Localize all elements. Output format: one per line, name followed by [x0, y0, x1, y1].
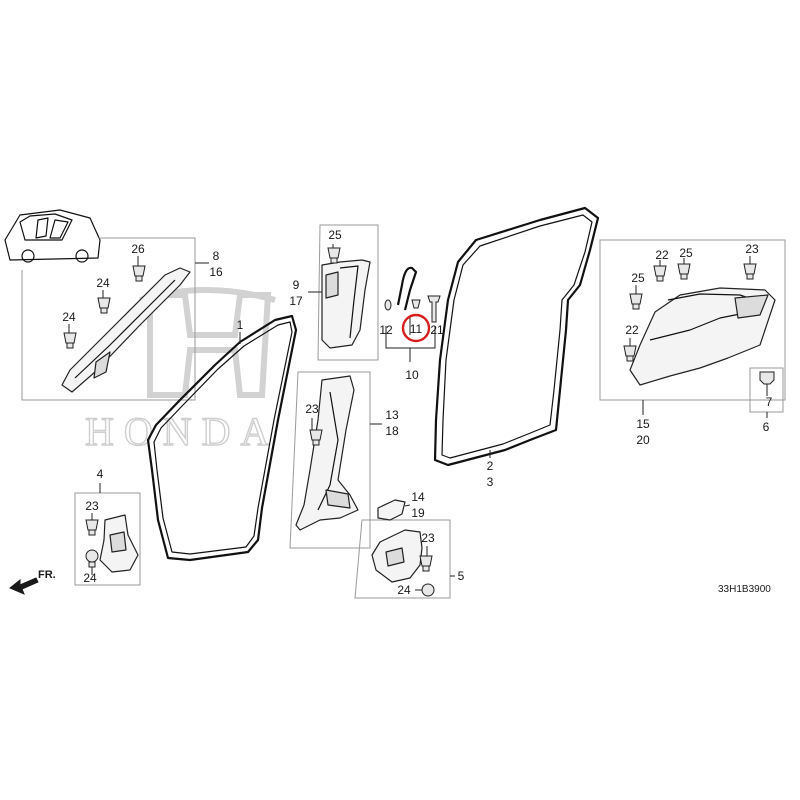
callout-9: 9	[293, 278, 300, 292]
callout-23-b-pillar: 23	[305, 402, 319, 416]
callout-26: 26	[131, 242, 145, 256]
clip-24-a	[97, 297, 111, 314]
callout-25-b-pillar: 25	[328, 228, 342, 242]
leader-lines	[68, 244, 768, 591]
vehicle-thumbnail	[4, 209, 101, 263]
callout-24-kick-left: 24	[83, 571, 97, 585]
callout-24-a: 24	[96, 276, 110, 290]
callout-14: 14	[411, 490, 425, 504]
callout-5: 5	[458, 569, 465, 583]
clip-24-kick-left	[85, 549, 99, 568]
callout-6: 6	[763, 420, 770, 434]
callout-22-a: 22	[655, 248, 669, 262]
part-rear-door-seal	[433, 206, 600, 467]
part-kick-panel-left	[99, 514, 139, 573]
group-boxes	[21, 224, 786, 599]
callout-4: 4	[97, 467, 104, 481]
front-direction-arrow: FR.	[9, 569, 56, 595]
part-b-pillar-upper	[321, 259, 371, 349]
callout-22-b: 22	[625, 323, 639, 337]
part-clip-6	[759, 371, 775, 385]
part-small-cover	[377, 499, 406, 521]
callout-16: 16	[209, 265, 223, 279]
front-arrow-icon	[9, 577, 39, 595]
clip-25-c	[629, 293, 643, 310]
part-front-door-seal	[146, 314, 298, 562]
clip-23-kick-left	[85, 519, 99, 536]
callout-1: 1	[237, 318, 244, 332]
callout-2: 2	[487, 459, 494, 473]
clip-23-top	[743, 263, 757, 280]
highlight-ring	[401, 313, 431, 343]
clip-23-kick-right	[419, 555, 433, 572]
clip-24-kick-right	[421, 583, 435, 597]
callout-3: 3	[487, 475, 494, 489]
part-grab-handle	[384, 266, 441, 323]
callout-20: 20	[636, 433, 650, 447]
callout-12: 12	[379, 323, 393, 337]
callout-labels: 26 24 24 8 16 1 25 9 17 12 11 21 10 23 1…	[62, 228, 772, 597]
callout-23-top: 23	[745, 242, 759, 256]
part-rear-quarter-trim	[629, 287, 776, 386]
clip-26	[132, 265, 146, 282]
callout-11: 11	[410, 322, 423, 336]
callout-21: 21	[430, 323, 444, 337]
callout-17: 17	[289, 294, 303, 308]
callout-13: 13	[385, 408, 399, 422]
front-label: FR.	[38, 569, 56, 581]
watermark-text: HONDA	[85, 409, 279, 454]
part-kick-panel-right	[371, 529, 423, 583]
part-a-pillar-garnish	[61, 267, 191, 393]
clip-23-b-pillar	[309, 429, 323, 446]
clip-25-a	[677, 263, 691, 280]
callout-8: 8	[213, 249, 220, 263]
callout-19: 19	[411, 506, 425, 520]
callout-18: 18	[385, 424, 399, 438]
part-b-pillar-lower	[295, 375, 359, 531]
callout-23-kick-left: 23	[85, 499, 99, 513]
callout-15: 15	[636, 417, 650, 431]
callout-10: 10	[405, 368, 419, 382]
clip-25-b-pillar	[327, 247, 341, 264]
callout-24-b: 24	[62, 310, 76, 324]
clip-24-b	[63, 332, 77, 349]
diagram-code: 33H1B3900	[718, 584, 771, 595]
honda-watermark: HONDA	[84, 287, 279, 455]
callout-23-kick-right: 23	[421, 531, 435, 545]
callout-24-kick-right: 24	[397, 583, 411, 597]
clip-22-b	[623, 345, 637, 362]
callout-25-a: 25	[679, 246, 693, 260]
callout-25-c: 25	[631, 271, 645, 285]
callout-7: 7	[766, 395, 773, 409]
clip-22-a	[653, 265, 667, 282]
